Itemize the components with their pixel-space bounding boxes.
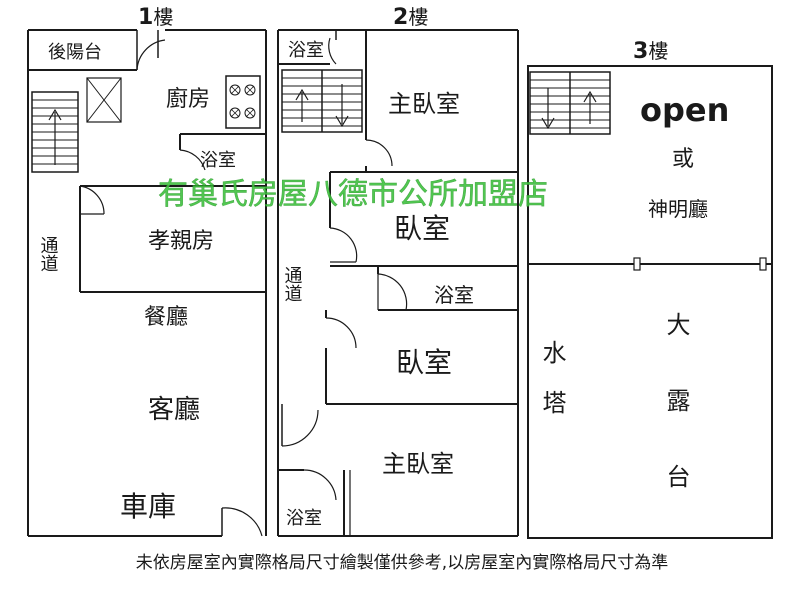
room-terrace: 大露台 [662, 312, 690, 540]
floor-1-title: 1樓 [138, 5, 173, 30]
room-living: 客廳 [148, 395, 200, 425]
room-elder: 孝親房 [148, 229, 214, 254]
floor-headers: 1樓 2樓 3樓 [138, 5, 668, 64]
room-dining: 餐廳 [144, 305, 188, 330]
room-shrine: 神明廳 [648, 197, 708, 221]
room-f2-bath-top: 浴室 [288, 40, 324, 61]
room-back-balcony: 後陽台 [48, 42, 102, 63]
room-labels: 後陽台 廚房 浴室 通道 孝親房 餐廳 客廳 車庫 浴室 主臥室 臥室 通道 浴… [38, 40, 730, 540]
floor-1 [27, 29, 267, 537]
floor-2 [277, 29, 519, 537]
room-kitchen: 廚房 [166, 87, 210, 112]
room-open: open [640, 91, 729, 129]
room-or: 或 [672, 147, 694, 172]
room-f2-corridor: 通道 [282, 266, 303, 302]
watermark: 有巢氏房屋八德市公所加盟店 [158, 177, 548, 212]
room-f1-corridor: 通道 [38, 236, 59, 272]
room-bedroom-a: 臥室 [394, 212, 450, 245]
room-f2-bath-bottom: 浴室 [286, 508, 322, 529]
room-f1-bath: 浴室 [200, 150, 236, 171]
room-f2-bath-mid: 浴室 [434, 283, 474, 307]
room-garage: 車庫 [120, 490, 176, 523]
room-water-tower: 水塔 [538, 340, 566, 440]
room-bedroom-b: 臥室 [396, 346, 452, 379]
floor-3-title: 3樓 [633, 39, 668, 64]
room-master-bottom: 主臥室 [382, 450, 454, 478]
floor-2-title: 2樓 [393, 5, 428, 30]
floor-3 [527, 65, 773, 539]
room-master-top: 主臥室 [388, 90, 460, 118]
disclaimer: 未依房屋室內實際格局尺寸繪製僅供參考,以房屋室內實際格局尺寸為準 [136, 553, 668, 573]
